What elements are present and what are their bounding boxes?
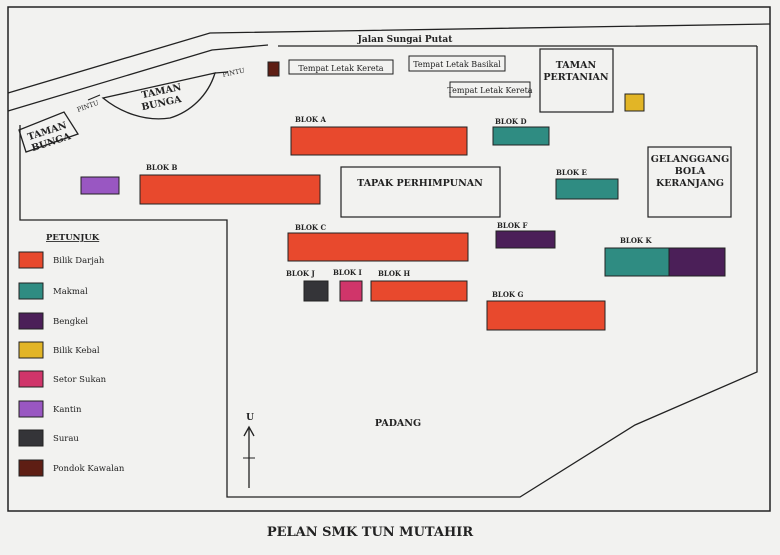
- legend-label-classroom: Bilik Darjah: [53, 256, 105, 266]
- legend-label-guardhouse: Pondok Kawalan: [53, 464, 125, 474]
- garden-farm-label-line1: TAMAN: [556, 60, 597, 71]
- garden-farm-label-line2: PERTANIAN: [543, 72, 609, 83]
- car-park-2-label: Tempat Letak Kereta: [447, 86, 532, 95]
- legend-swatch-workshop: [18, 312, 44, 330]
- car-park-1: [288, 59, 394, 75]
- basketball-court-label-line2: BOLA: [675, 166, 706, 177]
- field-label: PADANG: [375, 418, 421, 429]
- gate-label-right: PINTU: [222, 66, 246, 79]
- road-edge-outer: [7, 23, 771, 94]
- north-arrow-icon: [243, 425, 255, 437]
- blok-g: [486, 300, 606, 331]
- blok-a: [290, 126, 468, 156]
- blok-j-label: BLOK J: [286, 269, 315, 278]
- assembly-area: [340, 166, 501, 218]
- legend-label-workshop: Bengkel: [53, 317, 88, 327]
- blok-f-label: BLOK F: [497, 221, 527, 230]
- blok-h: [370, 280, 468, 302]
- car-park-1-label: Tempat Letak Kereta: [298, 64, 383, 73]
- bicycle-park-label: Tempat Letak Basikal: [413, 60, 501, 69]
- garden-middle: [101, 72, 216, 120]
- legend-swatch-lab: [18, 282, 44, 300]
- gate-label-left: PINTU: [76, 99, 100, 114]
- blok-h-label: BLOK H: [378, 269, 410, 278]
- strongroom: [624, 93, 645, 112]
- blok-b-label: BLOK B: [146, 163, 177, 172]
- blok-d: [492, 126, 550, 146]
- blok-i: [339, 280, 363, 302]
- road-edge-inner-left: [7, 44, 269, 112]
- blok-k-label: BLOK K: [620, 236, 652, 245]
- car-park-2: [449, 81, 531, 98]
- map-frame: [7, 6, 771, 512]
- legend-swatch-prayer-room: [18, 429, 44, 447]
- blok-k-workshop: [668, 247, 726, 277]
- blok-i-label: BLOK I: [333, 268, 362, 277]
- garden-farm: [539, 48, 614, 113]
- basketball-court-label-line1: GELANGGANG: [651, 154, 729, 165]
- legend-swatch-guardhouse: [18, 459, 44, 477]
- blok-g-label: BLOK G: [492, 290, 523, 299]
- basketball-court-label-line3: KERANJANG: [656, 178, 724, 189]
- legend-label-strongroom: Bilik Kebal: [53, 346, 100, 356]
- legend-label-prayer-room: Surau: [53, 434, 79, 444]
- assembly-area-label: TAPAK PERHIMPUNAN: [357, 178, 483, 189]
- legend-label-lab: Makmal: [53, 287, 88, 297]
- basketball-court: [647, 146, 732, 218]
- legend-swatch-canteen: [18, 400, 44, 418]
- map-title: PELAN SMK TUN MUTAHIR: [267, 525, 473, 540]
- north-label: U: [246, 413, 254, 423]
- garden-left: [18, 111, 79, 153]
- blok-c-label: BLOK C: [295, 223, 326, 232]
- road-label: Jalan Sungai Putat: [357, 35, 454, 45]
- blok-e: [555, 178, 619, 200]
- legend-swatch-sports-store: [18, 370, 44, 388]
- blok-d-label: BLOK D: [495, 117, 527, 126]
- legend: Bilik Darjah Makmal Bengkel Bilik Kebal …: [18, 251, 125, 477]
- bicycle-park: [408, 55, 506, 72]
- legend-label-sports-store: Setor Sukan: [53, 375, 107, 385]
- legend-title: PETUNJUK: [46, 233, 100, 243]
- gate-opening-right: [214, 71, 229, 74]
- blok-a-label: BLOK A: [295, 115, 326, 124]
- guardhouse: [267, 61, 280, 77]
- canteen: [80, 176, 120, 195]
- blok-e-label: BLOK E: [556, 168, 587, 177]
- blok-j: [303, 280, 329, 302]
- school-boundary: [19, 46, 758, 498]
- blok-k-lab: [604, 247, 670, 277]
- legend-swatch-classroom: [18, 251, 44, 269]
- blok-f: [495, 230, 556, 249]
- blok-c: [287, 232, 469, 262]
- blok-b: [139, 174, 321, 205]
- legend-swatch-strongroom: [18, 341, 44, 359]
- legend-label-canteen: Kantin: [53, 405, 82, 415]
- gate-opening-left: [87, 94, 101, 101]
